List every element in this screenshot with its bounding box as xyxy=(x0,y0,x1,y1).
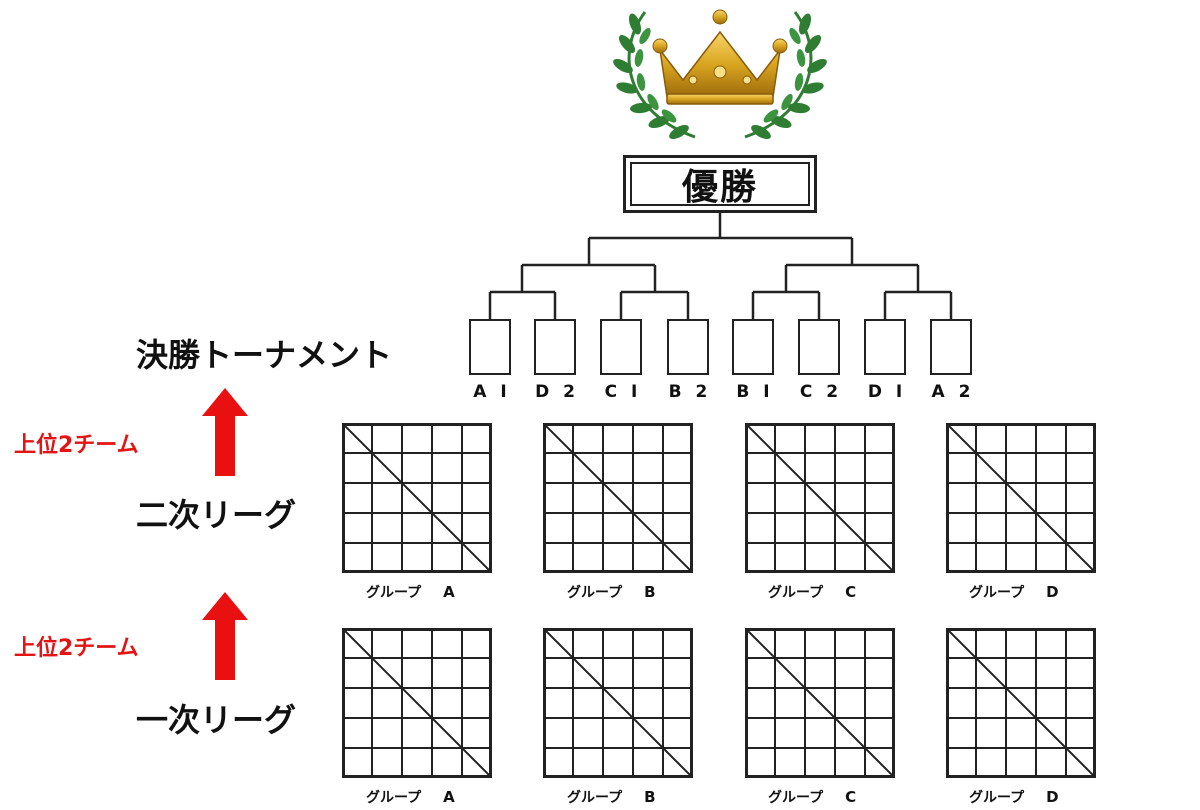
grid-diagonal xyxy=(542,422,694,574)
crown-icon xyxy=(652,9,788,105)
bracket-slot-5 xyxy=(732,319,774,375)
advance-note-lower: 上位2チーム xyxy=(14,636,139,661)
group-caption-prefix: グループ xyxy=(969,790,1025,806)
group-caption-prefix: グループ xyxy=(969,585,1025,601)
tournament-title: 決勝トーナメント xyxy=(136,336,393,374)
grid-diagonal xyxy=(744,627,896,779)
group-caption-letter: D xyxy=(1046,788,1059,806)
grid-border xyxy=(543,628,693,778)
grid-border xyxy=(543,423,693,573)
first-league-title: 一次リーグ xyxy=(136,701,297,739)
grid-diagonal xyxy=(542,627,694,779)
bracket-slot-3 xyxy=(600,319,642,375)
tournament-bracket-lines xyxy=(488,213,953,320)
league-grid xyxy=(542,422,694,574)
grid-diagonal xyxy=(945,422,1097,574)
grid-border xyxy=(745,423,895,573)
group-caption: グループ A xyxy=(366,582,455,602)
group-caption-prefix: グループ xyxy=(567,585,623,601)
group-caption-prefix: グループ xyxy=(768,790,824,806)
league-grid xyxy=(341,627,493,779)
grid-border xyxy=(946,628,1096,778)
grid-diagonal xyxy=(945,627,1097,779)
bracket-slot-label: D I xyxy=(867,382,907,402)
laurel-left-icon xyxy=(613,11,696,139)
bracket-slot-label: C 2 xyxy=(799,382,843,402)
group-caption: グループ C xyxy=(768,787,856,807)
bracket-slot-label: C I xyxy=(604,382,642,402)
group-caption: グループ C xyxy=(768,582,856,602)
group-caption-letter: D xyxy=(1046,583,1059,601)
league-grid-svg xyxy=(945,627,1097,779)
league-grid-svg xyxy=(542,422,694,574)
grid-border xyxy=(342,628,492,778)
bracket-slot-7 xyxy=(864,319,906,375)
champion-box: 優勝 xyxy=(623,155,817,213)
group-caption: グループ D xyxy=(969,787,1059,807)
grid-diagonal xyxy=(341,422,493,574)
group-caption-letter: A xyxy=(443,583,455,601)
league-grid-svg xyxy=(744,422,896,574)
group-caption-letter: B xyxy=(644,788,656,806)
group-caption-prefix: グループ xyxy=(567,790,623,806)
league-grid-svg xyxy=(341,422,493,574)
second-league-title: 二次リーグ xyxy=(136,496,297,534)
league-grid xyxy=(945,627,1097,779)
group-caption-letter: A xyxy=(443,788,455,806)
grid-border xyxy=(946,423,1096,573)
league-grid-svg xyxy=(744,627,896,779)
group-caption-prefix: グループ xyxy=(366,790,422,806)
up-arrow-icon xyxy=(202,388,248,476)
league-grid xyxy=(341,422,493,574)
bracket-slot-4 xyxy=(667,319,709,375)
league-grid xyxy=(744,627,896,779)
league-grid xyxy=(945,422,1097,574)
group-caption-letter: C xyxy=(845,583,857,601)
league-grid-svg xyxy=(542,627,694,779)
bracket-slot-8 xyxy=(930,319,972,375)
bracket-slot-label: D 2 xyxy=(535,382,579,402)
league-grid-svg xyxy=(945,422,1097,574)
crown-with-laurel-icon xyxy=(613,9,827,139)
grid-diagonal xyxy=(744,422,896,574)
group-caption-letter: C xyxy=(845,788,857,806)
up-arrow-icon xyxy=(202,592,248,680)
bracket-slot-label: A I xyxy=(473,382,511,402)
advance-note-upper: 上位2チーム xyxy=(14,433,139,458)
group-caption: グループ B xyxy=(567,582,656,602)
bracket-slot-label: A 2 xyxy=(931,382,975,402)
group-caption-prefix: グループ xyxy=(768,585,824,601)
group-caption: グループ D xyxy=(969,582,1059,602)
grid-border xyxy=(342,423,492,573)
group-caption: グループ B xyxy=(567,787,656,807)
bracket-slot-2 xyxy=(534,319,576,375)
league-grid xyxy=(744,422,896,574)
league-grid-svg xyxy=(341,627,493,779)
grid-border xyxy=(745,628,895,778)
bracket-slot-6 xyxy=(798,319,840,375)
group-caption: グループ A xyxy=(366,787,455,807)
bracket-slot-1 xyxy=(469,319,511,375)
group-caption-letter: B xyxy=(644,583,656,601)
group-caption-prefix: グループ xyxy=(366,585,422,601)
league-grid xyxy=(542,627,694,779)
bracket-slot-label: B I xyxy=(736,382,774,402)
champion-label: 優勝 xyxy=(630,162,810,208)
grid-diagonal xyxy=(341,627,493,779)
bracket-slot-label: B 2 xyxy=(668,382,712,402)
